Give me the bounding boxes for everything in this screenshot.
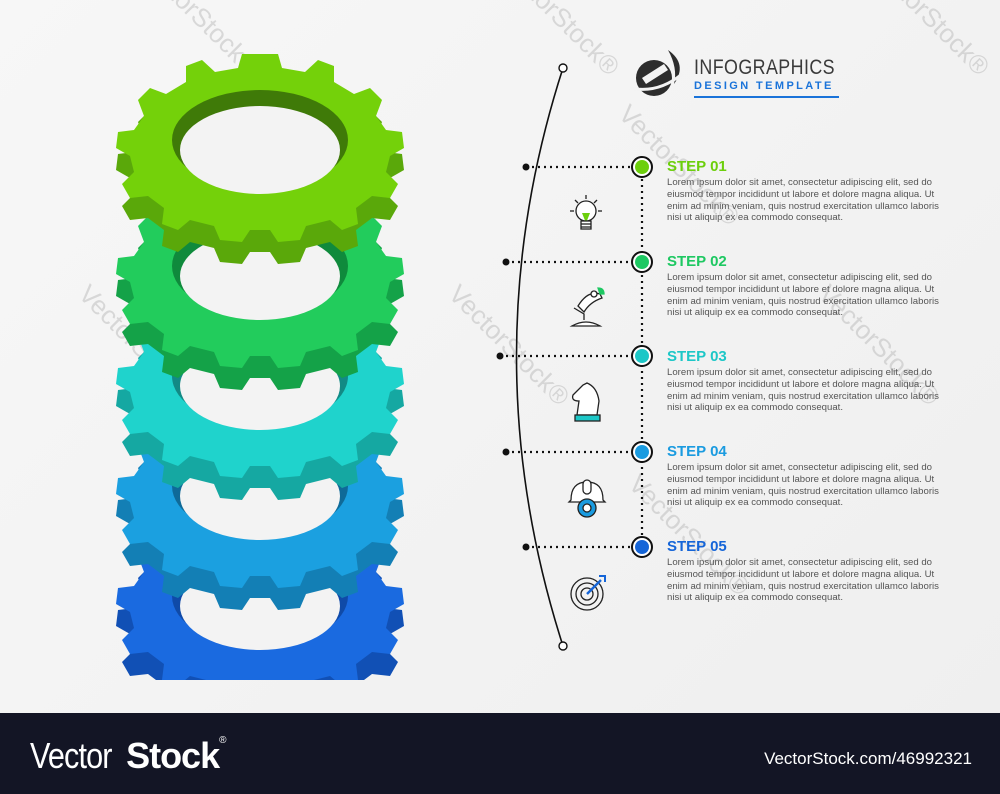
image-url[interactable]: VectorStock.com/46992321: [764, 749, 972, 768]
step-title: STEP 04: [667, 443, 727, 460]
timeline: [496, 63, 653, 651]
step-description: Lorem ipsum dolor sit amet, consectetur …: [667, 557, 939, 604]
step-title: STEP 05: [667, 538, 727, 555]
step-description: Lorem ipsum dolor sit amet, consectetur …: [667, 272, 939, 319]
rocket-swoosh-icon: [629, 50, 683, 96]
gear-1: [116, 54, 404, 264]
chess-knight-icon: [571, 382, 601, 422]
step-node-3: [631, 345, 653, 367]
logo-underline: [694, 96, 839, 98]
step-description: Lorem ipsum dolor sit amet, consectetur …: [667, 462, 939, 509]
step-3: STEP 03 Lorem ipsum dolor sit amet, cons…: [667, 348, 947, 414]
step-description: Lorem ipsum dolor sit amet, consectetur …: [667, 177, 939, 224]
step-title: STEP 01: [667, 158, 727, 175]
logo-subtitle: DESIGN TEMPLATE: [694, 80, 834, 92]
step-1: STEP 01 Lorem ipsum dolor sit amet, cons…: [667, 158, 947, 224]
arc-start-node: [558, 63, 568, 73]
step-title: STEP 03: [667, 348, 727, 365]
infographic-canvas: VectorStock® VectorStock® VectorStock® V…: [0, 0, 1000, 713]
step-title: STEP 02: [667, 253, 727, 270]
step-node-5: [631, 536, 653, 558]
logo-title: INFOGRAPHICS: [694, 56, 835, 79]
target-dart-icon: [570, 575, 606, 611]
helmet-gear-icon: [567, 479, 607, 518]
step-description: Lorem ipsum dolor sit amet, consectetur …: [667, 367, 939, 414]
step-2: STEP 02 Lorem ipsum dolor sit amet, cons…: [667, 253, 947, 319]
lightbulb-icon: [570, 195, 602, 230]
step-node-1: [631, 156, 653, 178]
gear-stack: [116, 54, 404, 680]
microscope-icon: [569, 287, 605, 327]
timeline-arc: [515, 67, 564, 647]
header-logo: INFOGRAPHICS DESIGN TEMPLATE: [628, 44, 848, 104]
step-node-2: [631, 251, 653, 273]
step-5: STEP 05 Lorem ipsum dolor sit amet, cons…: [667, 538, 947, 604]
arc-end-node: [558, 641, 568, 651]
step-4: STEP 04 Lorem ipsum dolor sit amet, cons…: [667, 443, 947, 509]
step-node-4: [631, 441, 653, 463]
